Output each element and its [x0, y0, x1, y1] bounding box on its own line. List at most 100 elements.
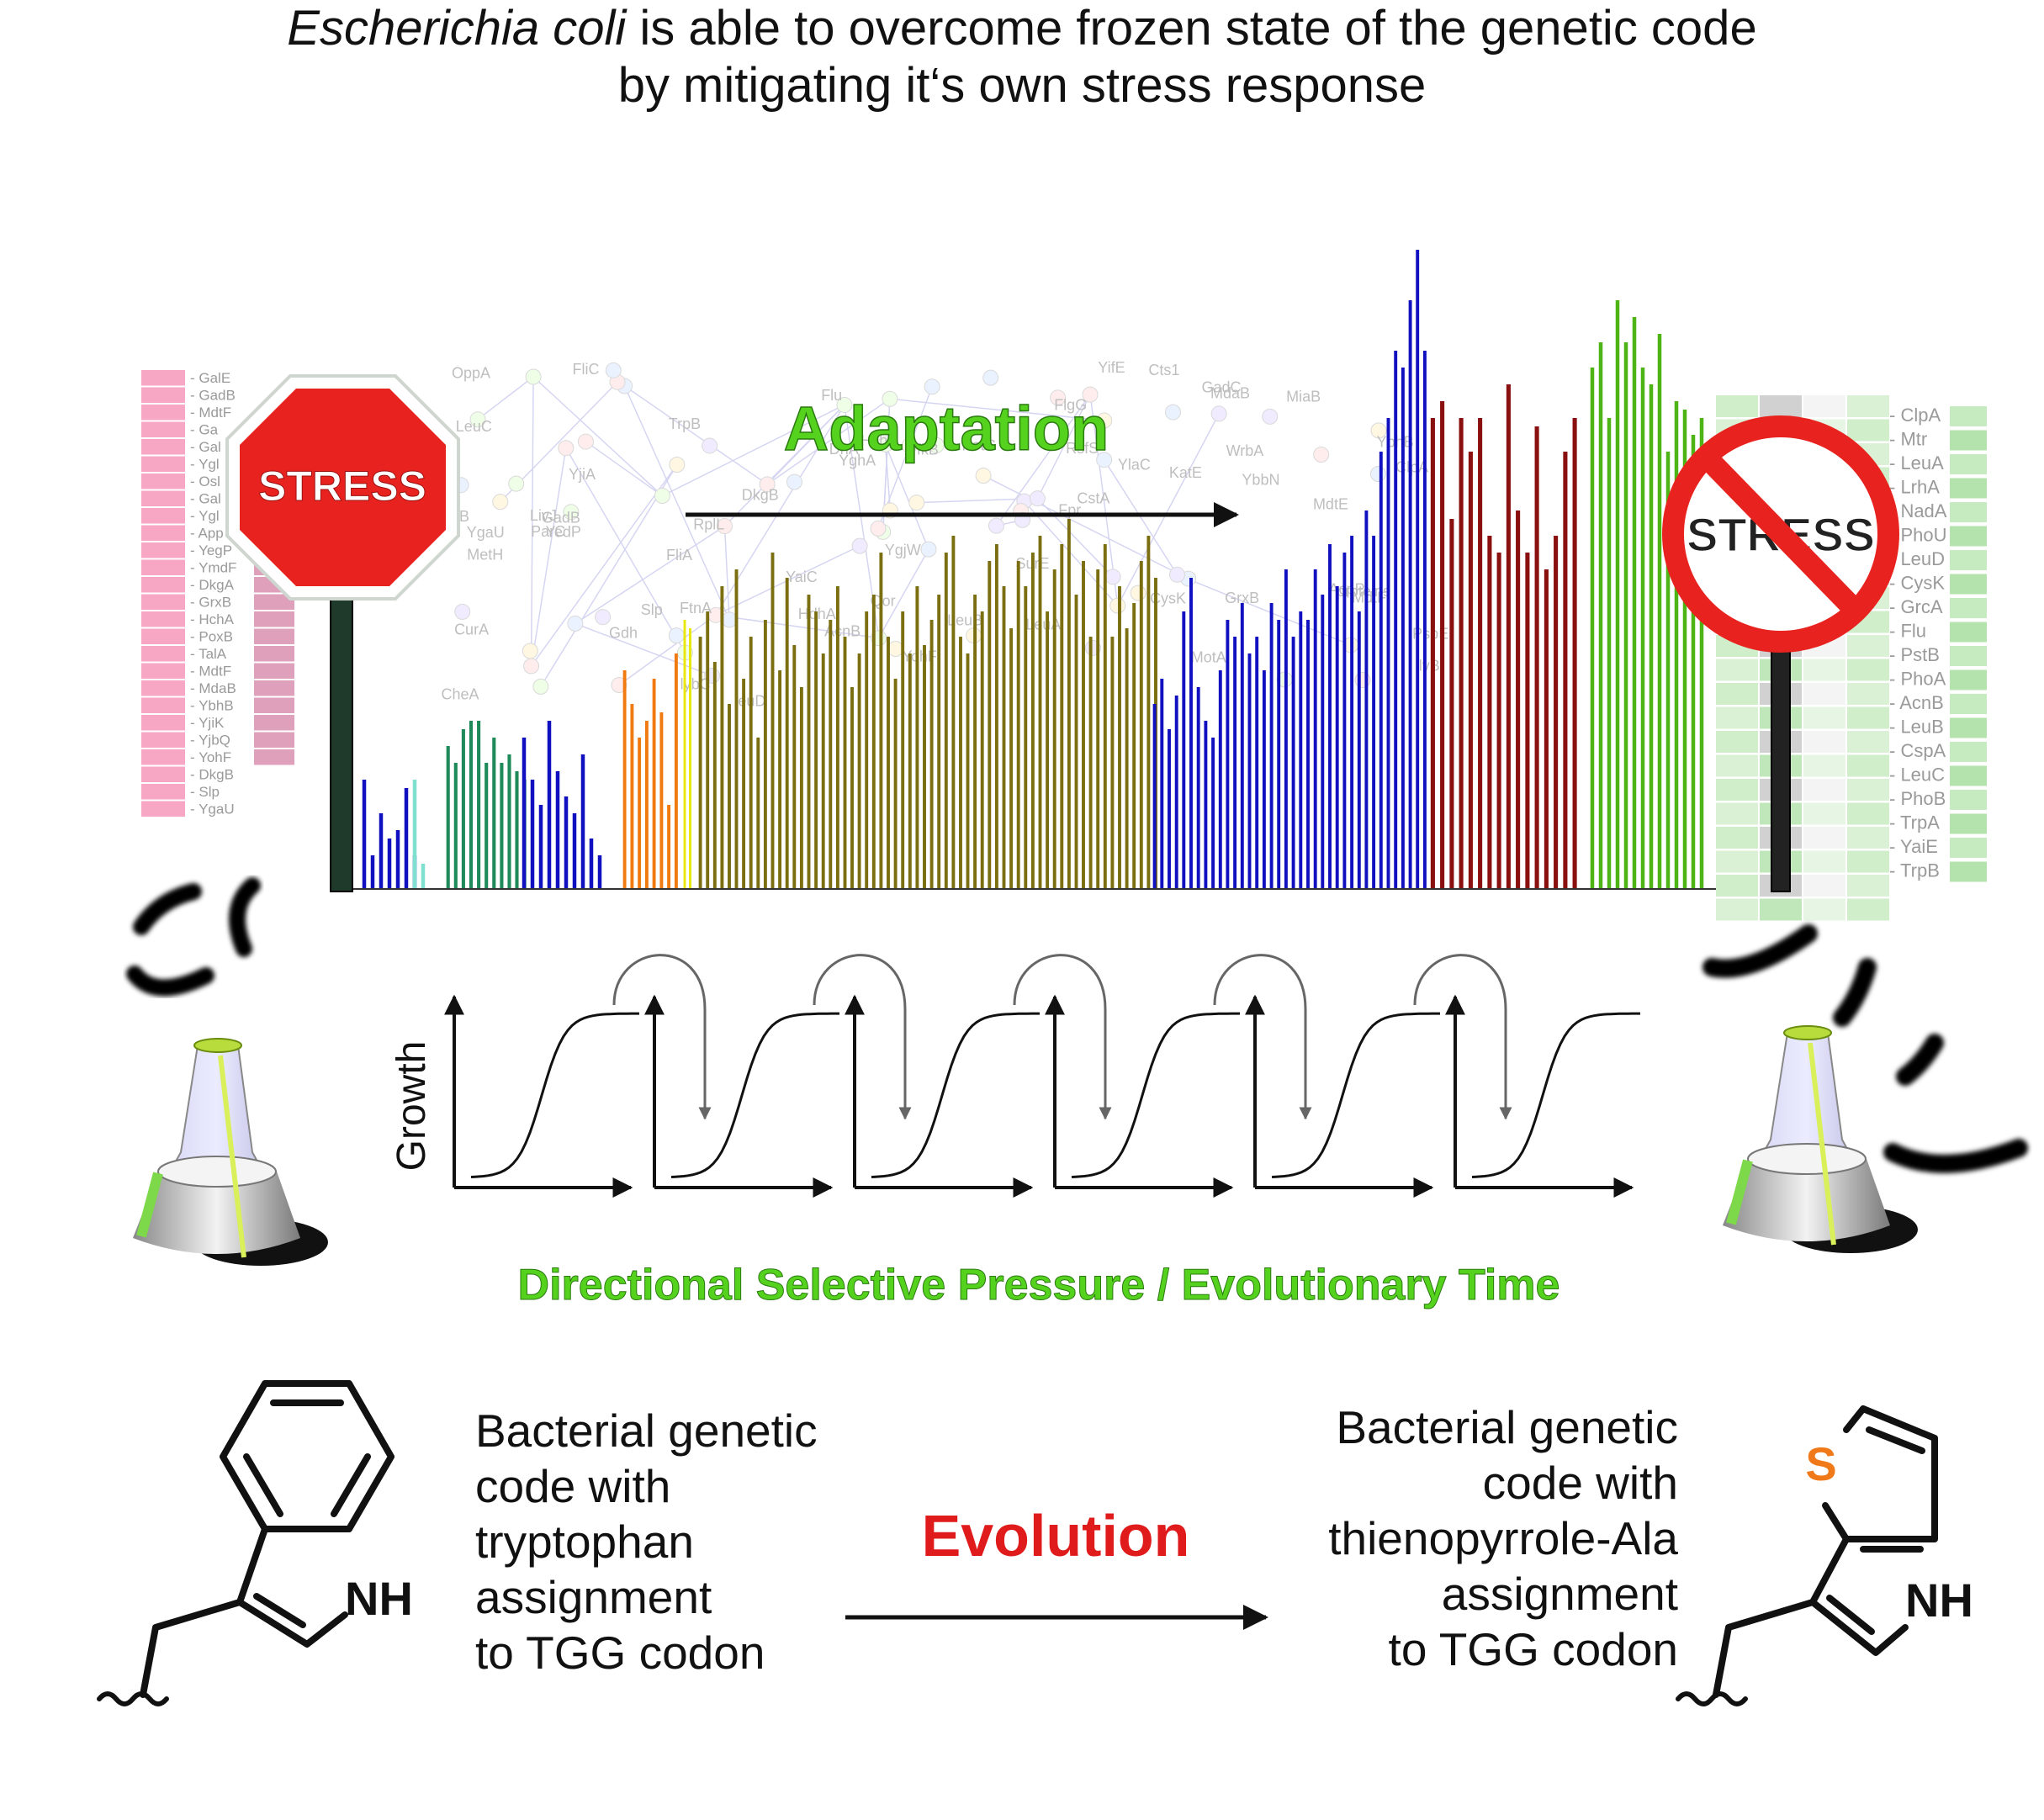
- heat-cell-right: [1803, 754, 1845, 777]
- heat-cell-right-2: [1950, 454, 1987, 474]
- bacterium-2: [229, 877, 261, 957]
- heat-cell-left: [141, 715, 185, 731]
- heat-label-left: - YohF: [190, 749, 231, 765]
- heat-label-left: - YjbQ: [190, 733, 230, 749]
- heat-cell-right-2: [1950, 742, 1987, 762]
- heat-cell-right: [1803, 706, 1845, 729]
- bacterium-7: [1883, 1139, 2028, 1173]
- network-label: Cts1: [1148, 362, 1179, 378]
- heat-label-left: - YgaU: [190, 802, 235, 817]
- heat-label-left: - Osl: [190, 474, 220, 489]
- thiophene-ring: [1843, 1405, 1938, 1542]
- network-edge: [723, 404, 845, 527]
- transfer-arrow: [1213, 954, 1312, 1120]
- heat-label-left: - YjiK: [190, 715, 225, 731]
- heat-cell-left: [141, 559, 185, 575]
- heat-label-left: - DkgA: [190, 577, 235, 593]
- flask-right: [1723, 1025, 1918, 1253]
- network-node: [1130, 585, 1146, 601]
- thienopyrrole-structure: [1676, 1405, 1938, 1706]
- bacteria-right: [1702, 924, 2028, 1173]
- network-edge: [982, 474, 1189, 579]
- heat-cell-right: [1716, 731, 1758, 753]
- heat-label-left: - Gal: [190, 491, 221, 507]
- transfer-arrow: [1013, 954, 1112, 1120]
- network-edge: [715, 614, 879, 639]
- network-label: proteins: [1337, 583, 1390, 600]
- heat-cell-right-2: [1950, 838, 1987, 858]
- network-node: [988, 517, 1004, 534]
- benzene-dbl-3: [243, 1453, 283, 1517]
- network-node: [532, 678, 549, 695]
- network-node: [1210, 405, 1227, 422]
- heat-label-left: - Ygl: [190, 457, 220, 473]
- network-edge: [723, 526, 730, 620]
- network-label: WrbA: [1226, 442, 1264, 459]
- network-label: Slp: [641, 601, 663, 618]
- network-label: MdtE: [1313, 496, 1348, 513]
- heat-cell-left: [141, 370, 185, 386]
- heat-cell-left-2: [254, 680, 294, 696]
- flask-edge: [136, 1172, 163, 1238]
- network-label: RsfS: [1066, 440, 1099, 457]
- network-label: YlaC: [1118, 456, 1151, 473]
- growth-curve: [470, 1012, 639, 1178]
- network-node: [982, 369, 999, 386]
- network-label: PotG: [962, 436, 997, 453]
- pyrrole-ring-r: [1809, 1536, 1909, 1656]
- growth-curve: [670, 1012, 839, 1178]
- heat-cell-left-2: [254, 749, 294, 765]
- network-label: Qor: [871, 592, 896, 609]
- growth-axis-label: Growth: [389, 1041, 434, 1172]
- heat-cell-left: [141, 508, 185, 524]
- heat-label-right: - LeuC: [1889, 765, 1945, 786]
- heat-cell-right-2: [1950, 646, 1987, 666]
- network-node: [1313, 446, 1330, 463]
- no-stress-sign-right: STRESS: [1662, 415, 1899, 892]
- network-label: YgaU: [467, 524, 505, 541]
- heat-cell-left: [141, 525, 185, 541]
- heat-cell-right: [1716, 850, 1758, 873]
- heat-cell-right-2: [1950, 526, 1987, 547]
- network-label: YifE: [1098, 359, 1125, 376]
- heat-cell-right: [1803, 683, 1845, 705]
- network-label: GadB: [542, 509, 580, 526]
- network-label: PfkB: [907, 442, 939, 458]
- no-sign-slash: [1699, 450, 1863, 618]
- network-label: MiaB: [1286, 389, 1321, 405]
- network-edge: [1024, 500, 1119, 606]
- network-label: FtnA: [680, 600, 712, 616]
- heat-cell-right-2: [1950, 790, 1987, 810]
- heat-label-right: - ClpA: [1889, 405, 1941, 426]
- network-node: [1262, 408, 1279, 425]
- network-label: CstA: [1077, 490, 1109, 507]
- heat-label-right: - LrhA: [1889, 477, 1940, 498]
- heat-cell-left: [141, 421, 185, 437]
- title-line-2: by mitigating it‘s own stress response: [617, 58, 1427, 113]
- network-label: KatE: [1169, 464, 1202, 481]
- bacterium-5: [1833, 958, 1877, 1027]
- network-label: OppA: [452, 364, 490, 381]
- network-node: [492, 494, 509, 511]
- heat-cell-right: [1847, 659, 1889, 681]
- heat-cell-right: [1803, 850, 1845, 873]
- flask-reflection-r: [1808, 1042, 1836, 1246]
- heat-label-left: - GrxB: [190, 595, 231, 611]
- network-node: [1370, 422, 1387, 439]
- heat-label-left: - Gal: [190, 439, 221, 455]
- heat-label-right: - PhoA: [1889, 669, 1946, 690]
- heat-label-left: - TalA: [190, 646, 227, 662]
- network-node: [975, 468, 992, 484]
- network-edge: [1104, 459, 1178, 575]
- network-edge: [623, 385, 730, 621]
- heat-cell-right: [1803, 659, 1845, 681]
- network-label: ParC: [531, 523, 565, 540]
- heat-label-right: - TrpA: [1889, 812, 1940, 833]
- nh-label-right: NH: [1905, 1574, 1973, 1627]
- network-label: CysK: [1150, 590, 1186, 606]
- sign-post-right: [1771, 617, 1791, 892]
- network-label: Flu: [821, 387, 842, 404]
- network-node: [759, 476, 776, 493]
- title-line-1: Escherichia coli is able to overcome fro…: [0, 0, 2044, 57]
- network-edge: [1177, 574, 1352, 646]
